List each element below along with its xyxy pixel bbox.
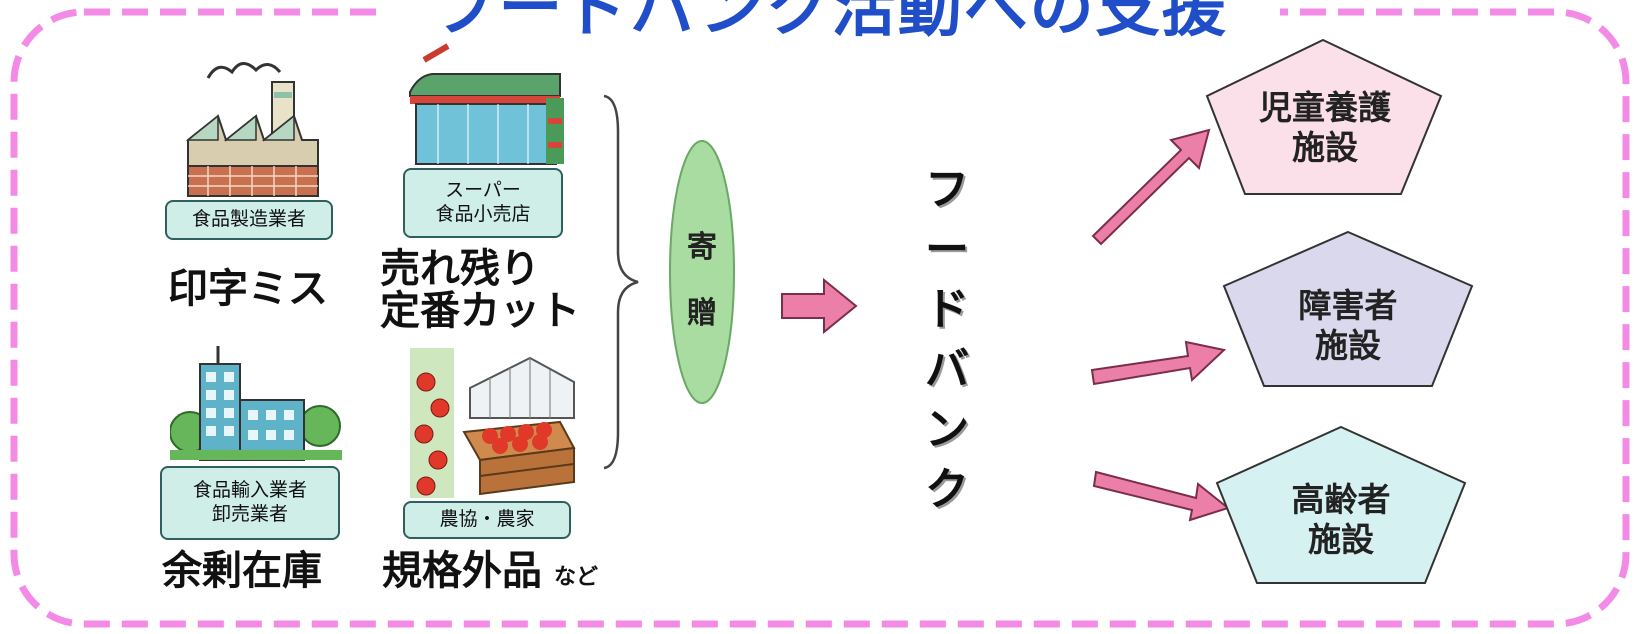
arrow-to-disability-facility (1090, 340, 1227, 386)
caption-misprint: 印字ミス (168, 266, 328, 312)
caption-surplus-stock: 余剰在庫 (162, 548, 322, 594)
caption-etc: など (554, 565, 599, 590)
caption-nonstandard: 規格外品など (382, 550, 598, 592)
donation-char-2: 贈 (687, 296, 717, 331)
facility-elderly: 高齢者 施設 (1291, 480, 1391, 559)
tomato-crate-icon (410, 348, 576, 498)
office-building-icon (170, 346, 342, 461)
arrow-to-children-home (1091, 128, 1211, 246)
donation-char-1: 寄 (687, 230, 717, 265)
source-tag-importer-wholesaler: 食品輸入業者 卸売業者 (160, 466, 340, 540)
caption-nonstandard-text: 規格外品 (382, 548, 542, 594)
pentagon-children-home (1205, 38, 1443, 195)
foodbank-label: フ ー ド バ ン ク (912, 160, 982, 520)
curly-brace (603, 94, 639, 470)
donation-label: 寄贈 (668, 215, 736, 347)
caption-unsold: 売れ残り 定番カット (380, 246, 580, 334)
source-tag-agriculture: 農協・農家 (403, 501, 571, 539)
pentagon-elderly-facility (1215, 425, 1467, 584)
arrow-to-elderly-facility (1092, 470, 1231, 522)
source-tag-food-manufacturer: 食品製造業者 (165, 200, 333, 240)
supermarket-icon (409, 43, 564, 165)
page-title: フードバンク活動への支援 (380, 0, 1280, 48)
facility-children-home: 児童養護 施設 (1259, 88, 1391, 167)
facility-disability: 障害者 施設 (1298, 286, 1398, 365)
source-tag-supermarket: スーパー 食品小売店 (403, 168, 563, 238)
pentagon-disability-facility (1222, 230, 1474, 387)
factory-icon (185, 62, 319, 197)
arrow-to-foodbank (781, 278, 858, 334)
donation-ellipse (669, 140, 735, 404)
foodbank-vertical-text: フ ー ド バ ン ク (925, 164, 969, 515)
